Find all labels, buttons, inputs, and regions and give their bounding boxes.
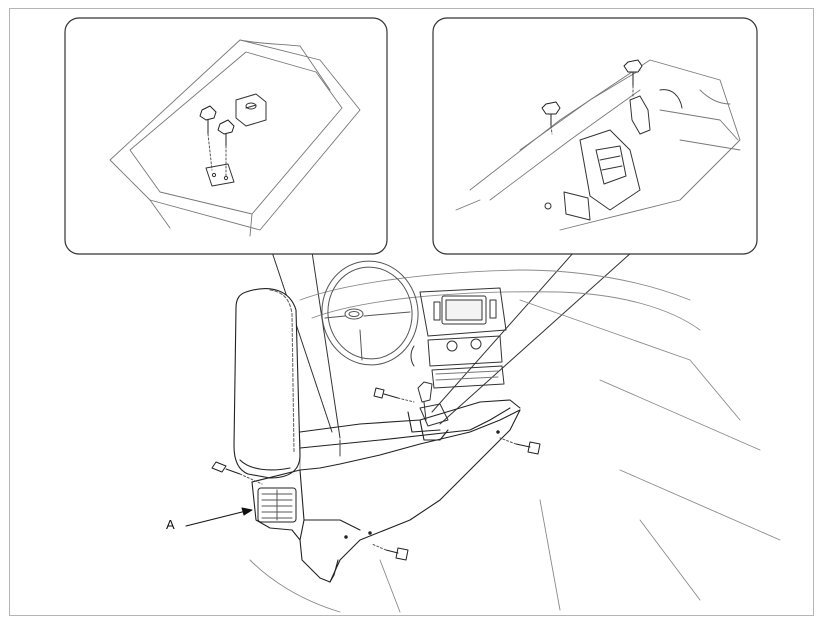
screw-main-left [211,461,263,485]
rear-air-vent [257,487,297,523]
screw-main-right [499,437,541,455]
steering-wheel [321,260,419,366]
armrest [233,288,301,479]
callout-label-a: A [166,517,175,532]
callout-leader-right [431,251,633,425]
center-stack [410,287,507,427]
shift-lever [417,381,433,421]
inset-right-screws [541,59,643,135]
callout-arrow-a [185,507,253,527]
inset-right [432,17,758,255]
inset-left [64,17,388,255]
screw-main-bottom [371,543,409,561]
dashboard-background [249,269,781,613]
inset-left-screws [199,105,235,177]
screw-main-top [373,387,415,403]
callout-leader-left [271,251,341,439]
